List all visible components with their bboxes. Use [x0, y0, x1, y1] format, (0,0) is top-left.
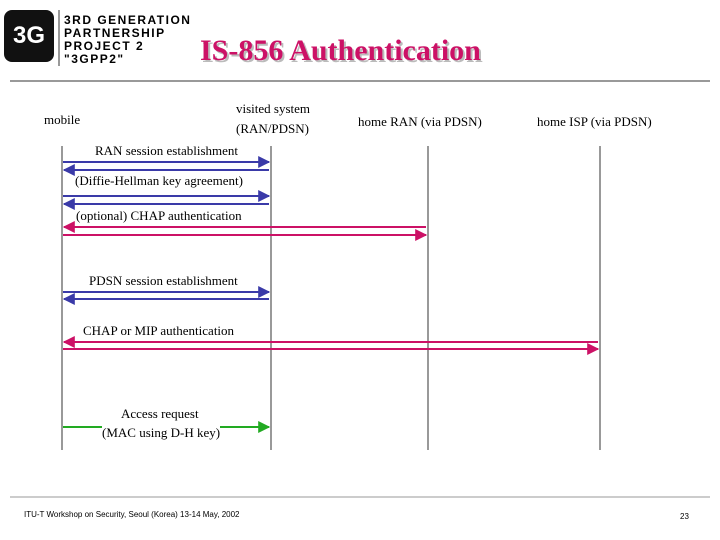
msg-ran-session: RAN session establishment	[95, 143, 238, 158]
logo-text-line-2: PARTNERSHIP	[64, 26, 166, 40]
logo-mark: 3G	[12, 22, 45, 49]
entity-home-isp: home ISP (via PDSN)	[537, 114, 652, 129]
entity-home-ran: home RAN (via PDSN)	[358, 114, 482, 129]
msg-access-request-line-2: (MAC using D-H key)	[102, 425, 221, 441]
msg-diffie-hellman: (Diffie-Hellman key agreement)	[75, 173, 243, 189]
msg-chap-mip: CHAP or MIP authentication	[83, 323, 235, 338]
msg-chap-optional: (optional) CHAP authentication	[76, 208, 242, 223]
logo-badge	[4, 10, 54, 62]
logo-divider	[58, 10, 60, 66]
logo-text-line-3: PROJECT 2	[64, 39, 145, 53]
logo-text-line-1: 3RD GENERATION	[64, 13, 192, 27]
footer-event: ITU-T Workshop on Security, Seoul (Korea…	[24, 510, 240, 519]
msg-access-request-line-1: Access request	[121, 406, 199, 421]
entity-mobile: mobile	[44, 112, 81, 127]
entity-visited-system-line-1: visited system	[236, 101, 311, 116]
slide-title: IS-856 Authentication	[200, 34, 481, 67]
msg-pdsn-session: PDSN session establishment	[89, 273, 238, 288]
header-rule	[10, 80, 710, 82]
page-number: 23	[680, 512, 689, 521]
entity-visited-system-line-2: (RAN/PDSN)	[236, 121, 309, 136]
logo-text-line-4: "3GPP2"	[64, 52, 125, 66]
